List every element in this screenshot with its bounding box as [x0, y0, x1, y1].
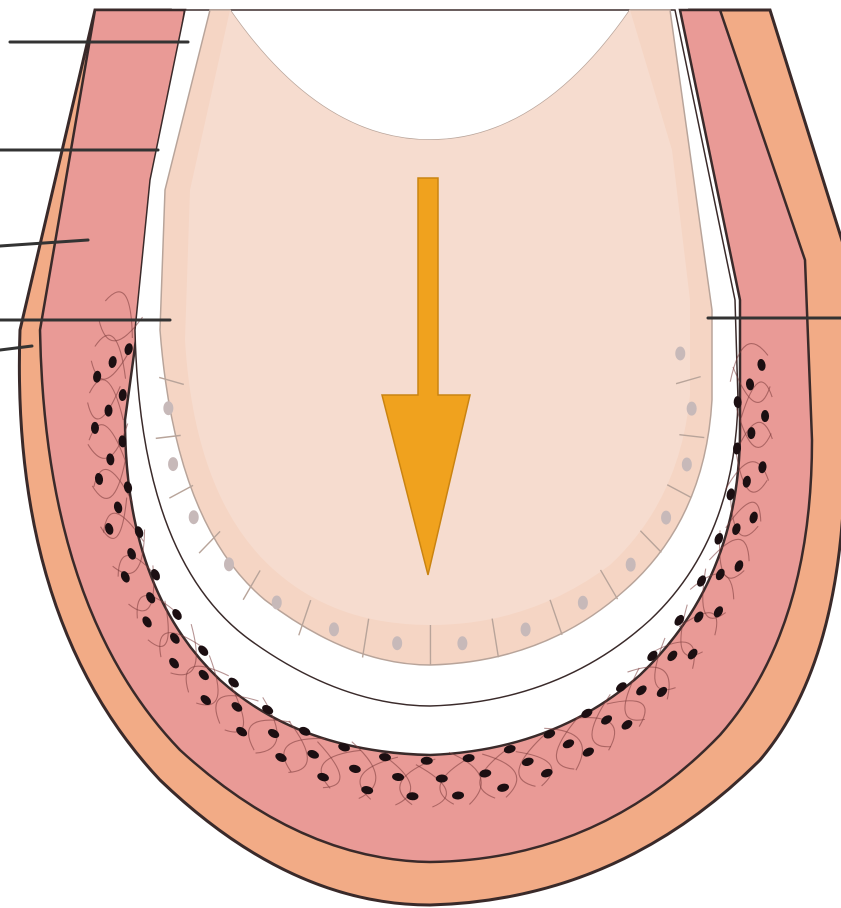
epithelial-nucleus — [675, 346, 685, 360]
epithelial-nucleus — [457, 636, 467, 650]
epithelial-nucleus — [682, 457, 692, 471]
epithelial-nucleus — [626, 558, 636, 572]
epithelial-nucleus — [329, 622, 339, 636]
epithelial-nucleus — [392, 636, 402, 650]
epithelial-nucleus — [163, 401, 173, 415]
epithelial-nucleus — [521, 622, 531, 636]
epithelial-nucleus — [272, 595, 282, 609]
epithelial-nucleus — [224, 557, 234, 571]
epithelial-nucleus — [168, 457, 178, 471]
epithelial-nucleus — [661, 511, 671, 525]
epithelial-nucleus — [578, 596, 588, 610]
epithelial-nucleus — [687, 402, 697, 416]
epithelial-nucleus — [189, 510, 199, 524]
